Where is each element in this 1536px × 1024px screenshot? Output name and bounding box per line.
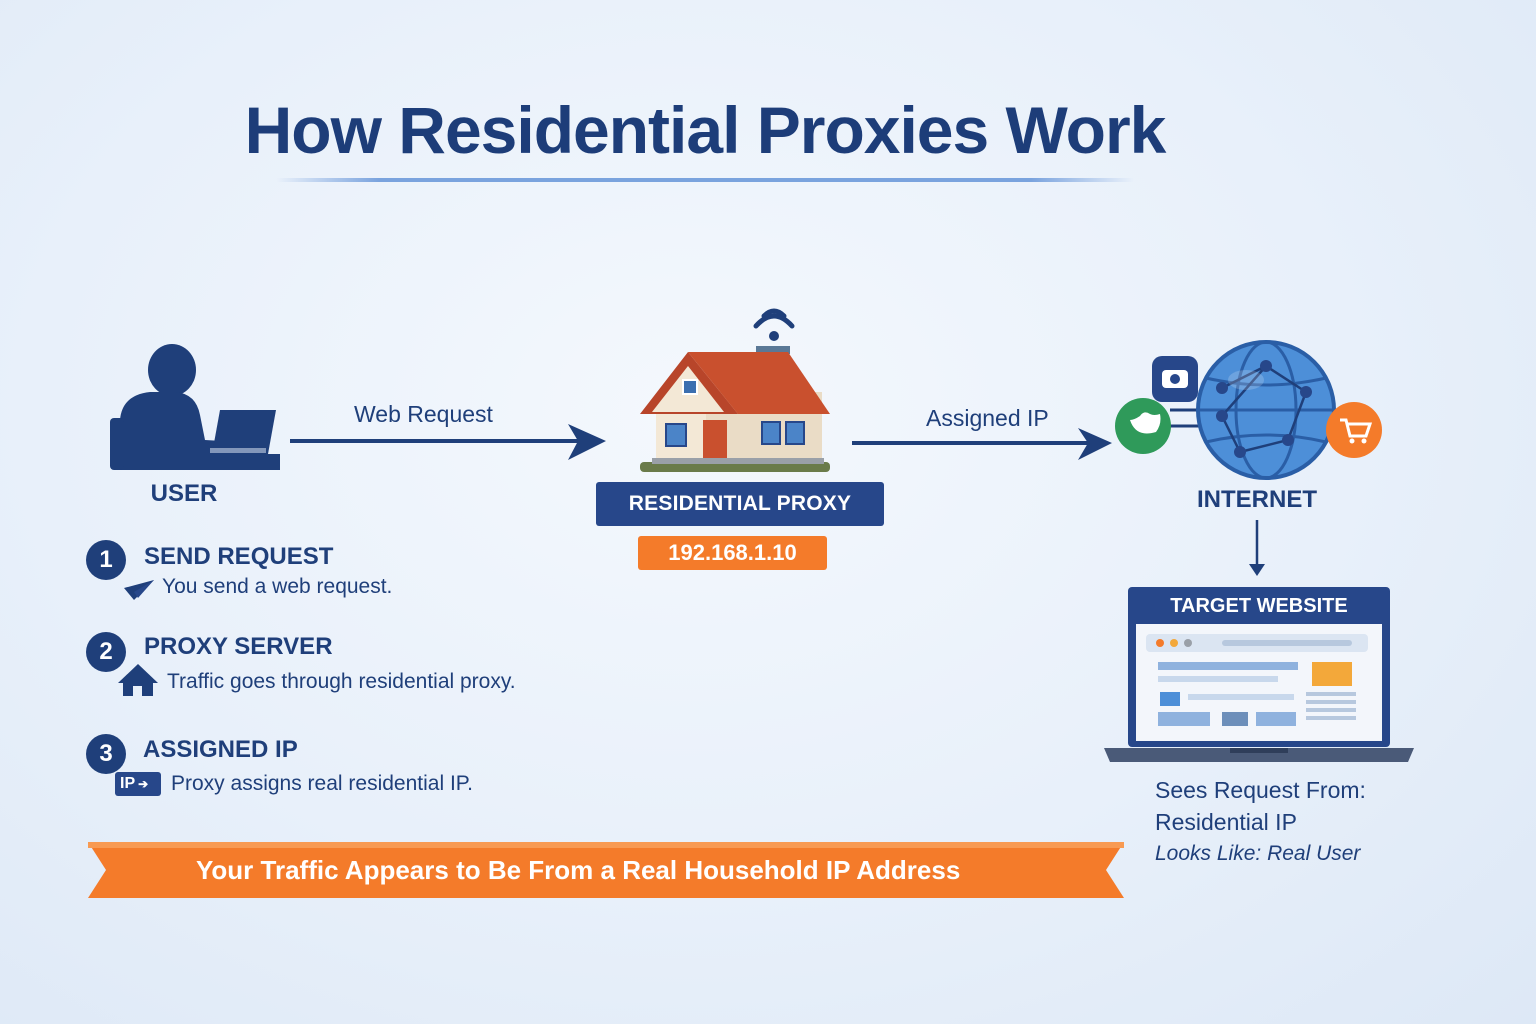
down-arrow	[1249, 520, 1265, 576]
banner-ribbon	[88, 842, 1124, 898]
looks-like-real-user: Looks Like: Real User	[1155, 842, 1361, 865]
ip-tag-text: IP	[120, 775, 136, 792]
web-request-arrow	[290, 424, 606, 460]
shopping-cart-icon	[1326, 402, 1382, 458]
target-website-label: TARGET WEBSITE	[1170, 595, 1348, 617]
web-request-label: Web Request	[354, 401, 493, 427]
banner-text: Your Traffic Appears to Be From a Real H…	[196, 855, 961, 885]
video-play-icon	[1152, 356, 1198, 402]
residential-ip-text: Residential IP	[1155, 809, 1297, 835]
proxy-server-label: RESIDENTIAL PROXY SERVER	[596, 482, 884, 559]
target-laptop-icon	[1104, 587, 1414, 762]
step-3-title: ASSIGNED IP	[143, 736, 298, 763]
paper-plane-icon	[124, 580, 154, 600]
step-3-badge: 3	[86, 734, 126, 774]
assigned-ip-arrow	[852, 428, 1112, 460]
user-at-laptop-icon	[110, 344, 280, 470]
title-underline	[276, 178, 1134, 182]
proxy-ip-badge: 192.168.1.10	[638, 536, 827, 570]
globe-icon	[1164, 340, 1336, 480]
step-1-title: SEND REQUEST	[144, 543, 334, 570]
ip-tag-icon: IP➔	[115, 772, 161, 796]
sees-request-from: Sees Request From:	[1155, 777, 1366, 803]
target-sees-text: Sees Request From: Residential IP Looks …	[1155, 774, 1366, 870]
step-1-badge: 1	[86, 540, 126, 580]
assigned-ip-label: Assigned IP	[926, 405, 1049, 431]
step-3-desc: Proxy assigns real residential IP.	[171, 772, 473, 795]
step-1-desc: You send a web request.	[162, 575, 393, 598]
internet-label: INTERNET	[1197, 486, 1317, 513]
step-2-desc: Traffic goes through residential proxy.	[167, 670, 516, 693]
step-2-badge: 2	[86, 632, 126, 672]
house-icon	[640, 308, 830, 472]
house-small-icon	[118, 664, 158, 696]
user-label: USER	[150, 480, 218, 507]
page-title: How Residential Proxies Work	[244, 93, 1167, 167]
twitter-bird-icon	[1115, 398, 1171, 454]
step-2-title: PROXY SERVER	[144, 633, 333, 660]
